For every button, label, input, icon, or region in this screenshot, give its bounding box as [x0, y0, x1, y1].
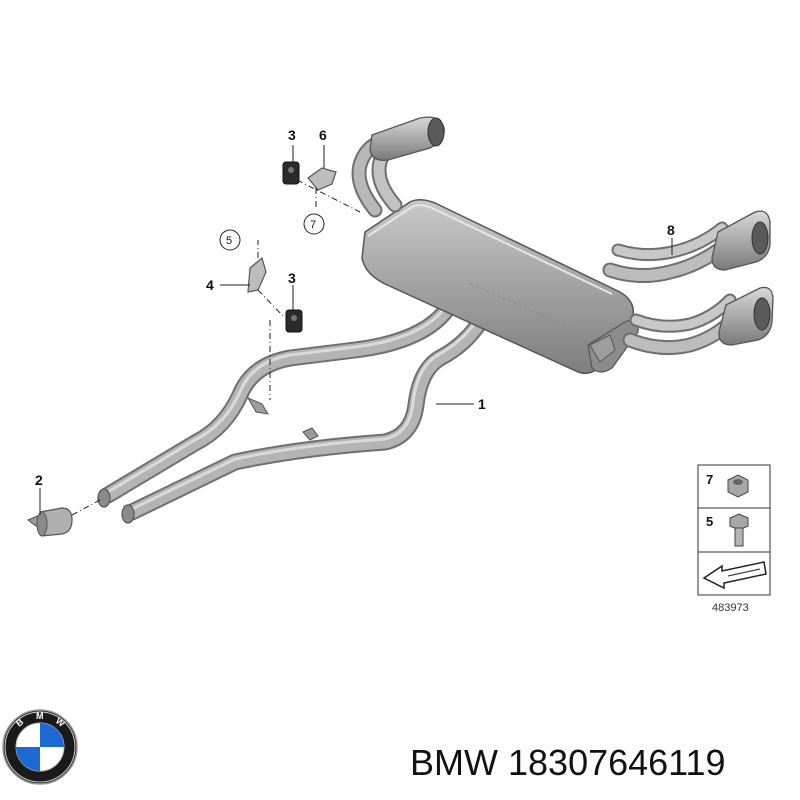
legend-item-nut-number: 7	[706, 472, 713, 487]
pipe-bracket	[246, 396, 269, 415]
pipe-hanger-tab	[302, 427, 319, 441]
legend-item-bolt-number: 5	[706, 514, 713, 529]
callout-8: 8	[667, 222, 675, 238]
callout-5-circle	[219, 229, 241, 251]
rubber-mount-lower	[285, 309, 303, 333]
rubber-mount-upper	[282, 161, 300, 185]
callout-5: 5	[226, 235, 232, 247]
hex-bolt-icon	[729, 513, 749, 547]
callout-1: 1	[478, 396, 486, 412]
part-number: 18307646119	[508, 742, 726, 783]
pipe-clamp	[27, 507, 73, 537]
tail-pipe-lower-right	[589, 286, 774, 363]
assembly-lines	[71, 179, 361, 516]
callout-7: 7	[310, 219, 316, 231]
left-pipe-inlet	[97, 488, 111, 508]
hanger-bracket-lower	[247, 256, 267, 293]
callout-3-upper: 3	[288, 127, 296, 143]
right-pipe-inlet	[121, 504, 135, 524]
front-pipe-left	[99, 303, 454, 504]
upper-tail-pipes	[351, 116, 445, 218]
bmw-logo: B M W	[2, 709, 78, 785]
direction-arrow-icon	[702, 561, 767, 590]
svg-text:B: B	[14, 716, 26, 728]
callout-7-circle	[303, 213, 325, 235]
part-caption: BMW 18307646119	[410, 738, 790, 788]
leader-lines	[39, 145, 673, 515]
callout-2: 2	[35, 472, 43, 488]
front-pipe-right	[123, 313, 489, 521]
callout-4: 4	[206, 277, 214, 293]
tail-pipe-upper-right	[602, 210, 771, 283]
diagram-id: 483973	[712, 602, 749, 614]
hanger-bracket-upper	[307, 167, 337, 191]
svg-text:M: M	[36, 711, 44, 721]
brand-name: BMW	[410, 742, 498, 783]
callout-6: 6	[319, 127, 327, 143]
hardware-legend: 7 5 483973	[697, 464, 771, 614]
callout-3-lower: 3	[288, 270, 296, 286]
hex-nut-icon	[727, 474, 749, 498]
